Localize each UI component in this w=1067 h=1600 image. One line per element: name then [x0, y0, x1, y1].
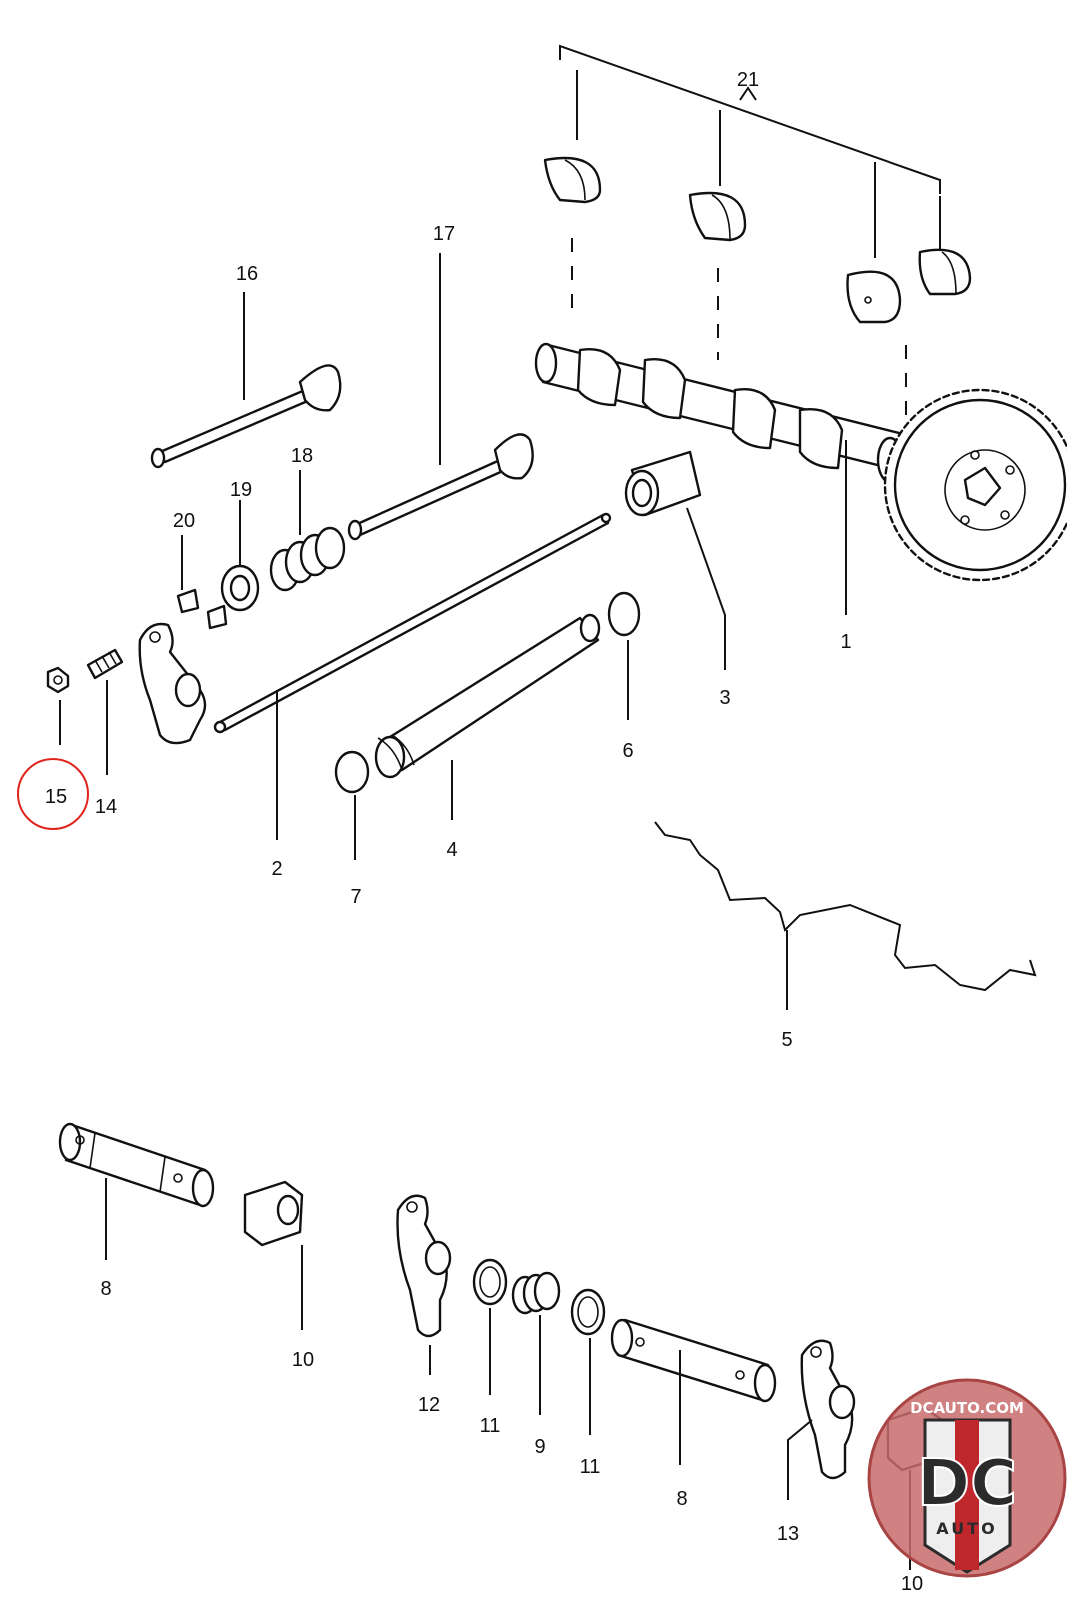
callout-10-left: 10	[292, 1349, 314, 1371]
highlight-circle	[17, 758, 89, 830]
callout-5: 5	[781, 1029, 792, 1051]
rocker-arm-upper	[138, 622, 207, 745]
callout-15: 15	[45, 786, 67, 808]
rocker-arm-13	[800, 1339, 856, 1480]
valve-spring	[269, 526, 346, 592]
rocker-shaft-left	[58, 1122, 215, 1208]
valve-17	[347, 433, 534, 541]
adjusting-screw	[86, 648, 124, 680]
bracket-21	[559, 44, 941, 258]
logo-mark: DC	[917, 1447, 1017, 1521]
callout-9: 9	[534, 1436, 545, 1458]
logo-sub: AUTO	[936, 1519, 997, 1538]
camshaft	[534, 342, 937, 484]
valve-16	[150, 364, 342, 469]
callout-20: 20	[173, 510, 195, 532]
dcauto-logo: DCAUTO.COM DC AUTO	[867, 1378, 1067, 1578]
spring-9	[511, 1271, 561, 1315]
callout-6: 6	[622, 740, 633, 762]
washer-11-right	[570, 1288, 606, 1336]
nut-15	[46, 666, 70, 694]
callout-8-left: 8	[100, 1278, 111, 1300]
rocker-shaft-right	[610, 1318, 777, 1403]
callout-10-right: 10	[901, 1573, 923, 1595]
callout-18: 18	[291, 445, 313, 467]
seal-7	[334, 750, 370, 794]
leader-lines	[59, 253, 847, 1500]
callout-2: 2	[271, 858, 282, 880]
callout-19: 19	[230, 479, 252, 501]
callout-16: 16	[236, 263, 258, 285]
callout-1: 1	[840, 631, 851, 653]
callout-11-right: 11	[580, 1456, 601, 1478]
callout-14: 14	[95, 796, 117, 818]
gasket	[654, 821, 1037, 992]
lifter	[624, 450, 702, 517]
callout-4: 4	[446, 839, 457, 861]
bearing-shell-1	[543, 156, 602, 204]
rocker-arm-12	[396, 1194, 452, 1338]
cam-gear	[883, 388, 1067, 582]
push-rod-tube	[374, 613, 601, 779]
logo-url-text: DCAUTO.COM	[910, 1399, 1024, 1417]
valve-keepers	[176, 588, 228, 630]
bearing-shell-3	[846, 270, 902, 324]
callout-11-left: 11	[480, 1415, 501, 1437]
callout-labels: 21 17 16 18 19 20 1 3 6 15 14 4 2 7 5 8 …	[45, 69, 923, 1595]
washer-11-left	[472, 1258, 508, 1306]
seal-6	[607, 591, 641, 637]
callout-12: 12	[418, 1394, 440, 1416]
callout-17: 17	[433, 223, 455, 245]
push-rod	[213, 512, 612, 734]
callout-3: 3	[719, 687, 730, 709]
callout-21: 21	[737, 69, 759, 91]
rocker-bracket-left	[243, 1180, 304, 1247]
callout-13: 13	[777, 1523, 799, 1545]
bearing-shell-4	[918, 248, 972, 296]
callout-8-right: 8	[676, 1488, 687, 1510]
callout-7: 7	[350, 886, 361, 908]
spring-cap	[220, 564, 260, 612]
bearing-shell-2	[688, 191, 747, 242]
